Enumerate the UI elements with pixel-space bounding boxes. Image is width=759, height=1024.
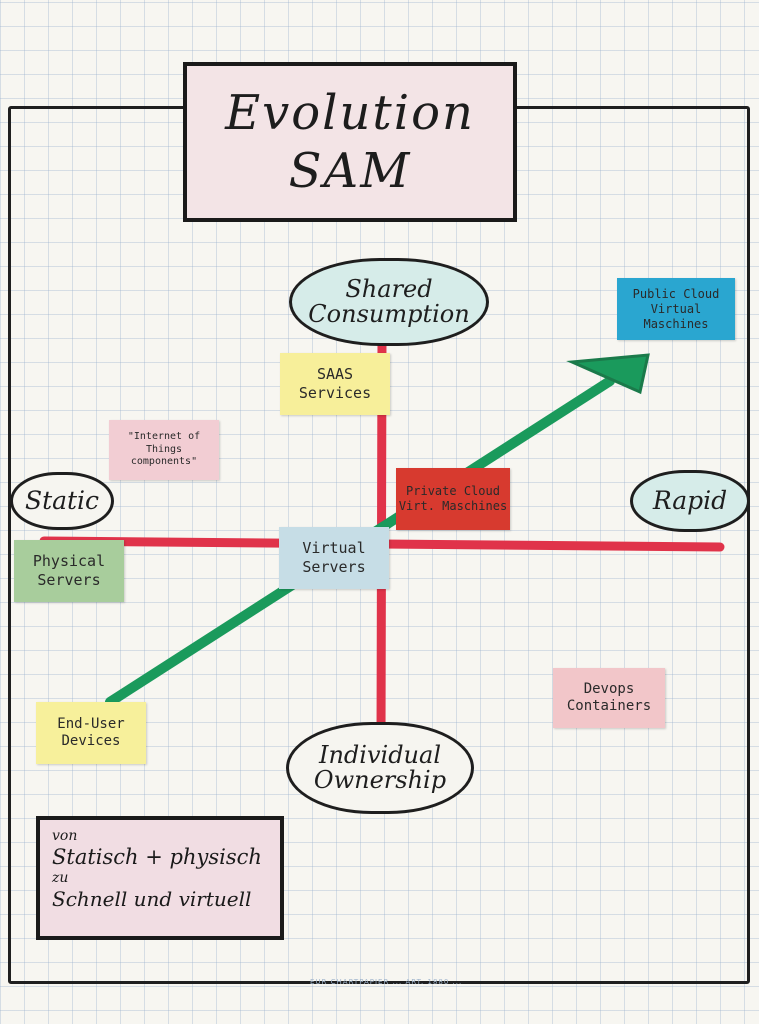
- note-devops-containers: Devops Containers: [553, 668, 665, 728]
- note-public-cloud: Public Cloud Virtual Maschines: [617, 278, 735, 340]
- paper-imprint: EUR CHARTPAPIER ... ART. 1880 ...: [310, 978, 463, 986]
- cloud-shared-consumption: Shared Consumption: [289, 258, 489, 346]
- cloud-individual-ownership: Individual Ownership: [286, 722, 474, 814]
- note-physical-servers: Physical Servers: [14, 540, 124, 602]
- title-line-2: SAM: [288, 143, 412, 199]
- summary-line-1: von: [52, 828, 78, 844]
- cloud-static: Static: [10, 472, 114, 530]
- summary-box: von Statisch + physisch zu Schnell und v…: [36, 816, 284, 940]
- summary-line-4: Schnell und virtuell: [52, 886, 252, 911]
- summary-line-3: zu: [52, 869, 69, 886]
- note-virtual-servers: Virtual Servers: [279, 527, 389, 589]
- note-iot-components: "Internet of Things components": [109, 420, 219, 480]
- title-box: Evolution SAM: [183, 62, 517, 222]
- note-private-cloud: Private Cloud Virt. Maschines: [396, 468, 510, 530]
- cloud-rapid: Rapid: [630, 470, 750, 532]
- evolution-arrow-head: [566, 353, 650, 395]
- title-line-1: Evolution: [225, 85, 475, 141]
- summary-line-2: Statisch + physisch: [52, 844, 262, 869]
- note-saas-services: SAAS Services: [280, 353, 390, 415]
- note-end-user-devices: End-User Devices: [36, 702, 146, 764]
